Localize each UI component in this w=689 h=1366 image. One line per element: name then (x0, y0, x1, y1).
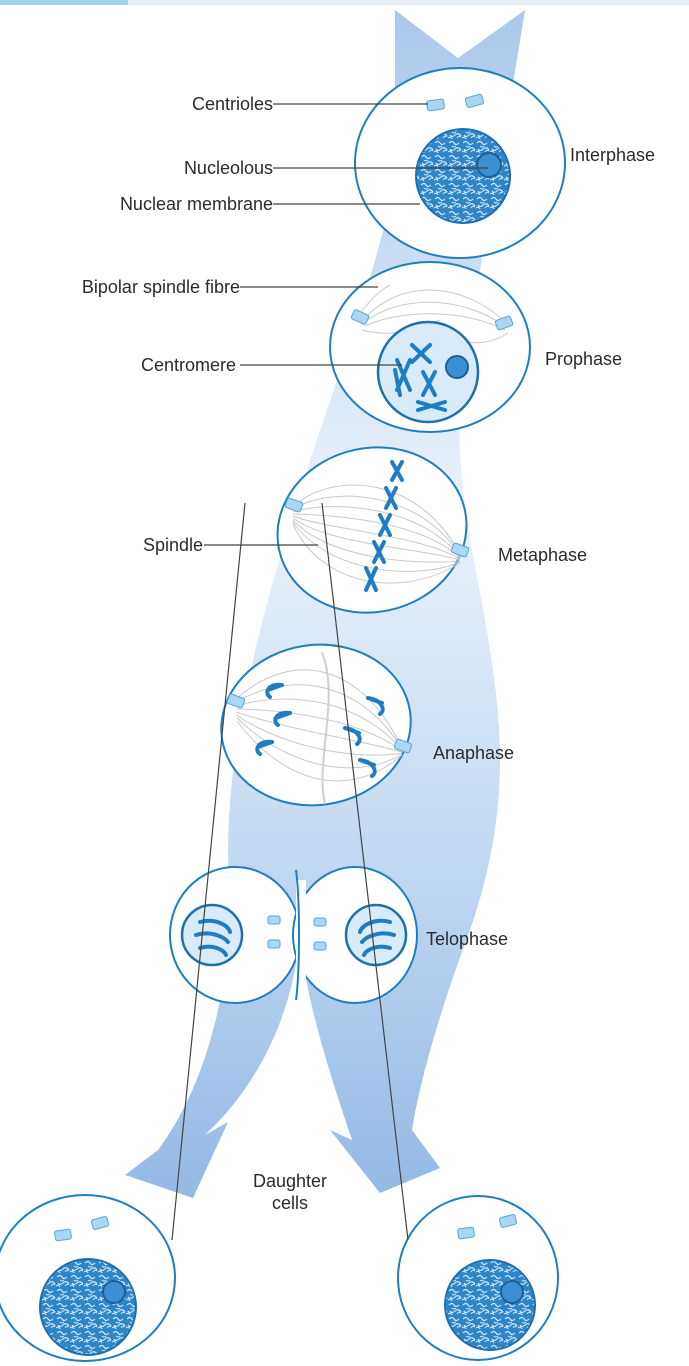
label-daughter-cells-line2: cells (272, 1193, 308, 1213)
label-nucleolous: Nucleolous (184, 158, 273, 178)
label-spindle: Spindle (143, 535, 203, 555)
daughter-cell-left (0, 1195, 175, 1361)
phase-anaphase: Anaphase (433, 743, 514, 763)
nucleolus (501, 1281, 523, 1303)
centriole-icon (457, 1227, 474, 1239)
centriole-icon (426, 99, 444, 111)
interphase-cell (355, 68, 565, 258)
label-nuclear-membrane: Nuclear membrane (120, 194, 273, 214)
phase-metaphase: Metaphase (498, 545, 587, 565)
phase-prophase: Prophase (545, 349, 622, 369)
top-strip-accent (0, 0, 128, 5)
centriole-icon (268, 940, 280, 948)
label-centromere: Centromere (141, 355, 236, 375)
label-bipolar-spindle-fibre: Bipolar spindle fibre (82, 277, 240, 297)
nucleolus (103, 1281, 125, 1303)
label-centrioles: Centrioles (192, 94, 273, 114)
phase-telophase: Telophase (426, 929, 508, 949)
nucleolus (477, 153, 501, 177)
nucleus (445, 1260, 535, 1350)
centriole-icon (54, 1229, 71, 1241)
label-daughter-cells-line1: Daughter (253, 1171, 327, 1191)
centriole-icon (314, 918, 326, 926)
daughter-cell-right (398, 1196, 558, 1360)
centriole-icon (314, 942, 326, 950)
nucleolus (446, 356, 468, 378)
centriole-icon (268, 916, 280, 924)
phase-interphase: Interphase (570, 145, 655, 165)
nucleus (40, 1259, 136, 1355)
